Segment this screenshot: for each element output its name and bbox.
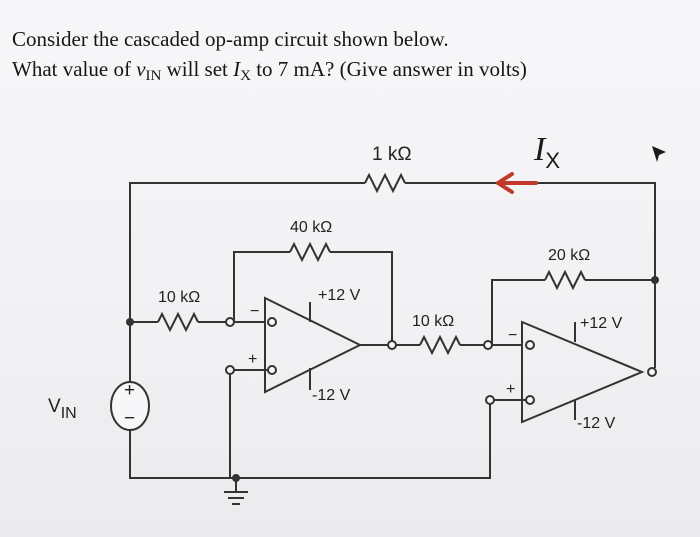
r-in2-label: 10 kΩ [412,313,454,330]
opamp2-vpos-label: +12 V [580,315,623,332]
cursor-icon [652,146,666,162]
r-f1-label: 40 kΩ [290,219,332,236]
opamp2-inv-minus: − [508,327,517,344]
r-in2 [387,334,493,356]
source-label-main: V [48,396,61,417]
opamp1-vneg-label: -12 V [312,387,351,404]
opamp2-vneg-label: -12 V [577,415,616,432]
r-f1 [233,241,393,346]
question-text: Consider the cascaded op-amp circuit sho… [12,24,527,91]
current-label-main: I [533,131,547,168]
vin-symbol: v [136,57,146,81]
current-label-sub: X [545,148,560,173]
source-minus: − [124,408,135,429]
current-arrow [496,172,538,194]
opamp1-vpos-label: +12 V [318,287,361,304]
opamp-1 [250,296,363,394]
r-in1 [130,311,235,333]
opamp1-inv-minus: − [250,303,259,320]
source-label-sub: IN [61,405,77,422]
voltage-source: + − [110,380,150,431]
question-line-1: Consider the cascaded op-amp circuit sho… [12,27,449,51]
r-in1-label: 10 kΩ [158,289,200,306]
opamp2-ground-wire [485,395,526,405]
top-feedback-wire [129,172,656,322]
r-feedback-top-label: 1 kΩ [372,144,412,165]
ix-subscript: X [240,68,251,84]
opamp1-noninv-plus: + [248,351,257,368]
question-line-2: What value of vIN will set IX to 7 mA? (… [12,54,527,91]
question-line-2-mid: will set [161,57,234,81]
opamp2-noninv-plus: + [506,381,515,398]
source-plus: + [124,380,135,401]
r-f2 [491,269,656,368]
node-right [651,276,659,284]
r-f2-label: 20 kΩ [548,247,590,264]
source-label: VIN [48,396,77,422]
question-line-2-start: What value of [12,57,137,81]
question-line-2-end: to 7 mA? (Give answer in volts) [250,57,527,81]
left-source-wire [129,322,491,479]
opamp1-ground-wire [225,365,268,478]
current-label: IX [533,131,560,173]
ground-symbol [224,478,248,505]
current-arrow-path [496,172,538,194]
ix-symbol: I [233,57,241,81]
vin-subscript: IN [145,68,162,84]
opamp-2 [506,320,657,424]
